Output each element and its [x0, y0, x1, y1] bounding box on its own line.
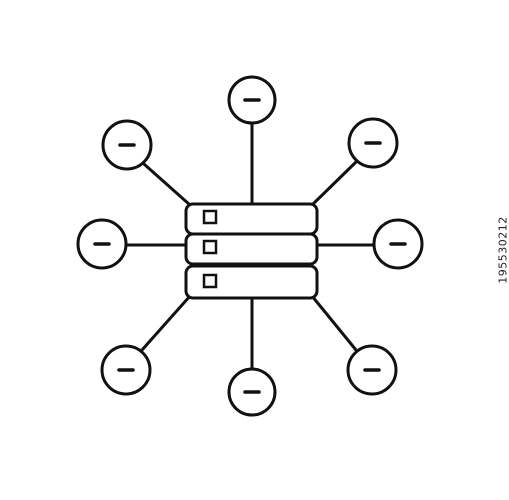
client-nodes — [76, 75, 424, 417]
server-unit-2 — [184, 232, 319, 266]
client-node-bottom-right — [346, 344, 398, 396]
server-led-2 — [202, 239, 218, 255]
server-led-3 — [202, 273, 218, 289]
client-node-top-right — [347, 117, 399, 169]
client-node-left — [76, 218, 128, 270]
connection-line-bottom-left — [140, 294, 192, 352]
client-node-bottom — [227, 367, 277, 417]
connection-line-top-left — [142, 162, 192, 207]
server-led-1 — [202, 209, 218, 225]
stock-id-watermark: 195530212 — [496, 216, 509, 284]
connection-line-top-right — [310, 160, 358, 207]
server-unit-3 — [184, 264, 319, 300]
connection-lines — [124, 120, 378, 372]
client-node-bottom-left — [100, 344, 152, 396]
server-stack — [184, 202, 319, 300]
client-node-right — [372, 218, 424, 270]
client-node-top-left — [101, 119, 153, 171]
connection-line-bottom-right — [310, 294, 358, 352]
client-node-top — [227, 75, 277, 125]
